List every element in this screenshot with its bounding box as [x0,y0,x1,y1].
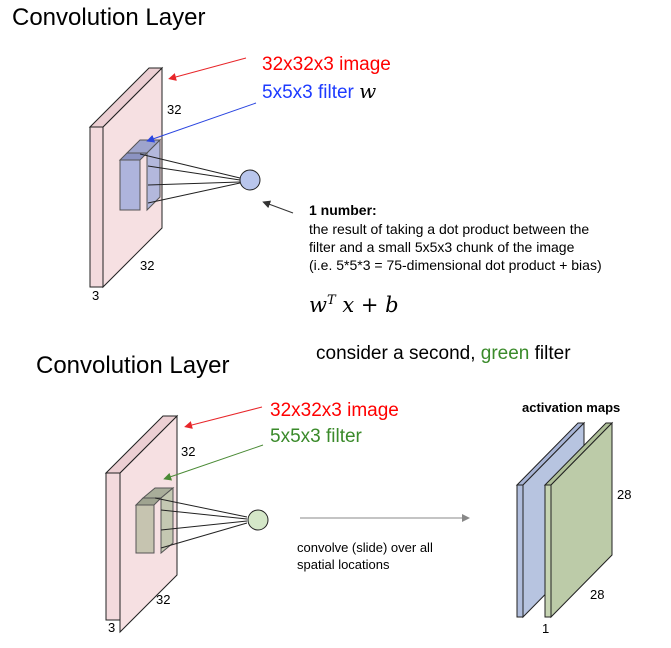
dim-width-top: 32 [140,258,155,273]
filter-arrow-bottom [163,444,264,481]
number-desc-1: the result of taking a dot product betwe… [309,221,590,237]
formula-rest: x + b [342,293,399,317]
convolve-text-2: spatial locations [297,557,390,572]
map-depth: 1 [542,621,550,636]
number-heading: 1 number: [309,202,377,218]
number-desc-2: filter and a small 5x5x3 chunk of the im… [309,239,575,255]
filter-arrow-top [146,102,257,143]
dim-height-top: 32 [167,102,182,117]
image-label-top: 32x32x3 image [262,54,391,75]
consider-green: green [480,343,530,364]
filter-box-top [118,138,162,212]
filter-label-top: 5x5x3 filter w [262,80,376,104]
number-arrow [262,200,294,214]
consider-suffix: filter [529,343,571,364]
activation-map-green [543,421,614,619]
image-label-bottom: 32x32x3 image [270,400,399,421]
filter-label-top-text: 5x5x3 filter [262,82,354,103]
filter-label-bottom: 5x5x3 filter [270,426,362,447]
top-title: Convolution Layer [12,4,206,31]
dim-width-bottom: 32 [156,592,171,607]
output-neuron-bottom [247,509,269,531]
activation-maps-title: activation maps [522,400,621,415]
dim-depth-bottom: 3 [108,620,116,635]
convolve-text-1: convolve (slide) over all [297,540,433,555]
image-arrow-bottom [184,406,263,429]
consider-text: consider a second, green filter [316,343,571,365]
dim-depth-top: 3 [92,288,100,303]
map-width: 28 [590,587,605,602]
filter-connections-bottom [154,497,248,549]
dim-height-bottom: 32 [181,444,196,459]
bottom-title: Convolution Layer [36,352,230,379]
formula-w: w [309,293,327,317]
consider-prefix: consider a second, [316,343,481,364]
filter-connections-top [139,153,241,204]
formula: wT x + b [309,293,399,317]
map-height: 28 [617,487,632,502]
filter-symbol: w [359,79,377,103]
output-neuron-top [239,169,261,191]
formula-sup: T [326,293,336,308]
filter-box-bottom [134,486,175,555]
number-desc-3: (i.e. 5*5*3 = 75-dimensional dot product… [309,257,602,273]
image-arrow-top [168,57,247,81]
